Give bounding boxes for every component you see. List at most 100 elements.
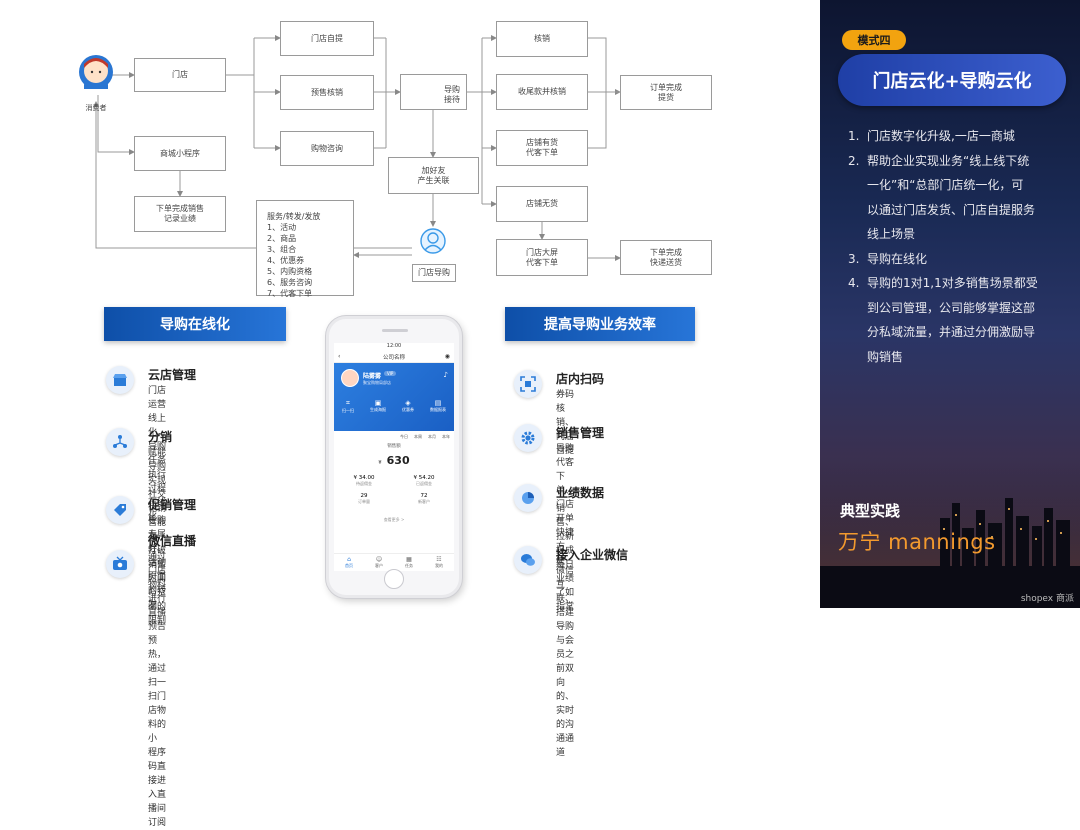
flow-store: 门店 [134, 58, 226, 92]
feature-desc: 导购代客下单、门店开单快捷方 便 [556, 442, 574, 568]
feature-desc: 微信互联、搭建导购与会员之 前双向的、实时的沟通通道 [556, 564, 574, 760]
bell-icon[interactable]: ♪ [443, 371, 448, 379]
big-screen-line2: 代客下单 [526, 257, 558, 267]
coupon-icon: ◈ [405, 399, 411, 407]
points-list: 1. 门店数字化升级,一店一商城 2. 帮助企业实现业务“线上线下统 一化”和“… [848, 124, 1063, 369]
store-icon [106, 366, 134, 394]
action-poster[interactable]: ▣生成海报 [370, 399, 386, 414]
stat-value: 29 [360, 493, 368, 499]
consumer-avatar-icon [79, 55, 113, 89]
phone-more-link[interactable]: 查看更多 > [383, 517, 405, 522]
poster-icon: ▣ [374, 399, 382, 407]
flow-store-guide: 门店导购 [412, 264, 456, 282]
filter-tab[interactable]: 本月 [428, 434, 436, 439]
phone-app-header: ‹ 公司名称 ◉ [334, 351, 454, 363]
tab-mine[interactable]: ☷我的 [435, 556, 443, 569]
action-coupon[interactable]: ◈优惠券 [402, 399, 414, 414]
point-item: 1. 门店数字化升级,一店一商城 [848, 124, 1063, 149]
practice-label: 典型实践 [840, 502, 901, 520]
phone-screen: 12:00 ‹ 公司名称 ◉ 陆雾雾 VIP 聚宝购物局部店 ♪ ⌗扫一扫 ▣生… [334, 343, 454, 571]
guide-reception-line2: 接待 [444, 95, 460, 104]
services-line-2: 2、商品 [267, 234, 297, 243]
feature-desc: 销售、拉新提成每日业绩了如 指掌 [556, 502, 574, 614]
city-skyline-image [820, 448, 1080, 608]
stat-value: ¥ 54.20 [413, 475, 435, 481]
main-slide: 消费者 门店 商城小程序 下单完成销售 记录业绩 服务/转发/发放 1、活动 2… [79, 21, 712, 828]
stat-value: ¥ 34.00 [353, 475, 375, 481]
back-icon[interactable]: ‹ [338, 353, 341, 360]
flow-guide-reception: 导购 接待 [400, 74, 467, 110]
services-line-1: 1、活动 [267, 223, 297, 232]
feature-desc: 券码核销、门店自提 [556, 388, 574, 458]
filter-tab[interactable]: 本周 [414, 434, 422, 439]
shopex-footer: shopex 商派 [1020, 594, 1074, 604]
add-friend-line2: 产生关联 [417, 175, 450, 185]
point-number: 4. [848, 276, 860, 290]
store-guide-icon [420, 228, 446, 254]
more-icon[interactable]: ◉ [444, 353, 450, 360]
point-line: 购销售 [867, 349, 904, 364]
tab-task[interactable]: ▦任务 [405, 556, 413, 569]
order-done-pickup-line1: 订单完成 [650, 82, 682, 92]
scan-icon: ⌗ [346, 399, 350, 407]
feature-title: 云店管理 [148, 368, 197, 382]
feature-desc-line: 券码核销、门店自提 [556, 390, 575, 456]
action-label: 生成海报 [370, 407, 386, 412]
phone-filters: 今日 本周 本月 本年 [334, 431, 454, 443]
services-line-6: 6、服务咨询 [267, 278, 313, 287]
feature-desc-line: 微信互联、搭建导购与会员之 [556, 566, 575, 660]
filter-tab[interactable]: 本年 [442, 434, 450, 439]
flow-order-done-pickup: 订单完成 提货 [620, 75, 712, 110]
phone-user-card: 陆雾雾 VIP 聚宝购物局部店 ♪ ⌗扫一扫 ▣生成海报 ◈优惠券 ▤数据报表 [334, 363, 454, 431]
flow-verify: 核销 [496, 21, 588, 57]
mode-tag: 模式四 [842, 30, 906, 50]
feature-title: 促销管理 [148, 498, 197, 512]
point-item: 3. 导购在线化 [848, 247, 1063, 272]
action-label: 优惠券 [402, 407, 414, 412]
flow-self-pickup: 门店自提 [280, 21, 374, 56]
feature-title: 分销 [148, 430, 173, 444]
feature-desc-line: 热，通过扫一扫门店物料的小 [148, 650, 167, 744]
point-line: 以通过门店发货、门店自提服务 [867, 202, 1036, 217]
point-line: 门店数字化升级,一店一商城 [867, 129, 1015, 143]
point-number: 3. [848, 251, 860, 266]
point-line: 分私域流量，并通过分佣激励导 [867, 325, 1036, 339]
flow-order-record-line2: 记录业绩 [164, 214, 196, 223]
filter-tab[interactable]: 今日 [400, 434, 408, 439]
home-icon: ⌂ [347, 556, 351, 563]
action-scan[interactable]: ⌗扫一扫 [342, 399, 354, 414]
flow-order-record-line1: 下单完成销售 [156, 204, 204, 213]
point-item: 2. 帮助企业实现业务“线上线下统 一化”和“总部门店统一化，可 以通过门店发货… [848, 149, 1063, 247]
flow-services-list: 服务/转发/发放 1、活动 2、商品 3、组合 4、优惠券 5、内购资格 6、服… [256, 200, 354, 298]
phone-sales-label: 销售额 [387, 444, 401, 449]
flow-big-screen: 门店大屏 代客下单 [496, 239, 588, 276]
action-report[interactable]: ▤数据报表 [430, 399, 446, 414]
point-line: 导购的1对1,1对多销售场景都受 [867, 276, 1038, 290]
phone-sales: ¥ 630 [334, 449, 454, 467]
phone-user-badge: VIP [384, 371, 397, 376]
tab-customer[interactable]: ☺客户 [375, 556, 383, 569]
point-number: 1. [848, 129, 860, 143]
feature-desc-line: 导购专属券、活动页面的转发 [148, 516, 167, 610]
flow-purchase-consult: 购物咨询 [280, 131, 374, 166]
gear-icon [514, 424, 542, 452]
in-stock-line1: 店铺有货 [526, 138, 558, 147]
phone-app-title: 公司名称 [382, 354, 405, 361]
phone-speaker [382, 329, 408, 332]
flow-store-in-stock: 店铺有货 代客下单 [496, 130, 588, 166]
phone-actions: ⌗扫一扫 ▣生成海报 ◈优惠券 ▤数据报表 [334, 399, 454, 414]
big-screen-line1: 门店大屏 [526, 247, 558, 257]
scan-icon [514, 370, 542, 398]
phone-user-name: 陆雾雾 [363, 373, 382, 380]
live-tv-icon [106, 550, 134, 578]
services-line-7: 7、代客下单 [267, 289, 313, 298]
tab-home[interactable]: ⌂首页 [345, 556, 353, 569]
phone-tabbar: ⌂首页 ☺客户 ▦任务 ☷我的 [334, 553, 454, 571]
avatar[interactable] [341, 369, 359, 387]
order-done-express-line2: 快递送货 [650, 257, 682, 267]
consumer-label: 消费者 [85, 104, 107, 112]
stat-value: 72 [420, 493, 428, 499]
flow-add-friend: 加好友 产生关联 [388, 157, 479, 194]
